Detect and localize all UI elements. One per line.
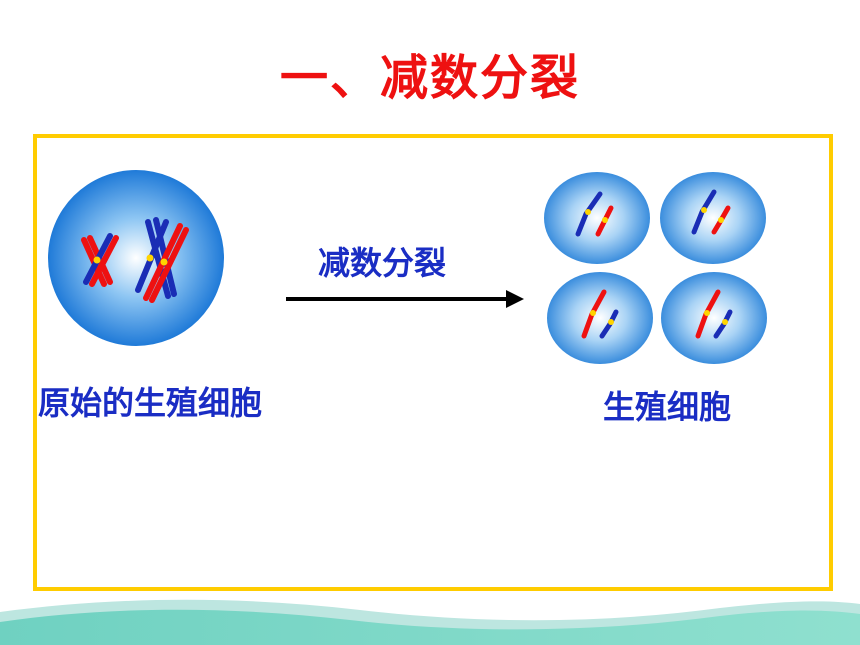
germ-cell-bottom-right bbox=[661, 272, 767, 364]
germ-cells-label: 生殖细胞 bbox=[603, 388, 732, 426]
wave-decoration bbox=[0, 599, 860, 645]
chromosome-icon bbox=[135, 217, 189, 303]
chromosome-icon bbox=[81, 233, 119, 287]
cell-icon bbox=[48, 170, 224, 346]
cell-icon bbox=[544, 172, 650, 264]
chromosome-icon bbox=[575, 191, 614, 237]
chromosome-icon bbox=[695, 289, 733, 339]
original-cell-label: 原始的生殖细胞 bbox=[38, 384, 263, 422]
page-title: 一、减数分裂 bbox=[279, 50, 580, 106]
germ-cell-top-right bbox=[660, 172, 766, 264]
cell-icon bbox=[660, 172, 766, 264]
germ-cell-bottom-left bbox=[547, 272, 653, 364]
arrow-right-icon bbox=[286, 290, 524, 308]
germ-cell-top-left bbox=[544, 172, 650, 264]
chromosome-icon bbox=[691, 189, 731, 235]
chromosome-icon bbox=[581, 289, 619, 339]
process-label: 减数分裂 bbox=[318, 244, 447, 282]
original-cell bbox=[48, 170, 224, 346]
diagram-frame bbox=[33, 134, 833, 591]
cell-icon bbox=[661, 272, 767, 364]
cell-icon bbox=[547, 272, 653, 364]
